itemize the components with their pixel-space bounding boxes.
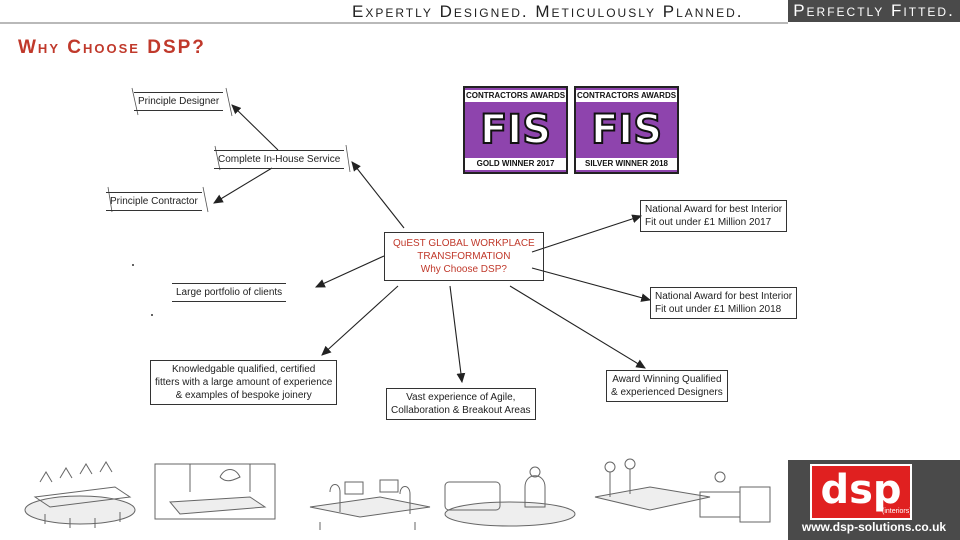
badge-footer: GOLD WINNER 2017	[465, 158, 566, 170]
award-2018-line-1: National Award for best Interior	[655, 291, 793, 302]
node-in-house-service: Complete In-House Service	[214, 150, 345, 169]
fis-badge-gold-2017: CONTRACTORS AWARDS FIS GOLD WINNER 2017	[463, 86, 568, 174]
website-link[interactable]: www.dsp-solutions.co.uk	[801, 520, 947, 534]
fis-logo: FIS	[479, 106, 552, 154]
award-2017-line-2: Fit out under £1 Million 2017	[645, 217, 772, 228]
node-fitters: Knowledgable qualified, certified fitter…	[150, 360, 338, 405]
center-line-1: QuEST GLOBAL WORKPLACE	[393, 238, 535, 249]
arrow-to-designers	[509, 285, 646, 369]
center-line-2: TRANSFORMATION	[417, 251, 511, 262]
node-award-2018: National Award for best Interior Fit out…	[650, 287, 798, 319]
dsp-logo: dsp	[810, 464, 912, 520]
arrow-to-fitters	[321, 285, 399, 356]
award-2017-line-1: National Award for best Interior	[645, 204, 783, 215]
designers-line-2: & experienced Designers	[611, 387, 723, 398]
arrow-to-in-house	[351, 161, 405, 229]
arrow-to-award-2018	[531, 267, 652, 302]
workstations-sketch	[309, 479, 431, 530]
fis-badge-silver-2018: CONTRACTORS AWARDS FIS SILVER WINNER 201…	[574, 86, 679, 174]
fis-logo: FIS	[590, 106, 663, 154]
meeting-room-sketch	[24, 461, 136, 528]
node-designers: Award Winning Qualified & experienced De…	[606, 370, 728, 402]
designers-line-1: Award Winning Qualified	[612, 374, 722, 385]
reception-sketch	[154, 463, 276, 520]
tagline: Expertly Designed. Meticulously Planned.	[352, 2, 744, 21]
top-banner: Expertly Designed. Meticulously Planned.…	[0, 0, 960, 24]
fitters-line-3: & examples of bespoke joinery	[175, 390, 312, 401]
badge-header: CONTRACTORS AWARDS	[576, 90, 677, 102]
agile-line-1: Vast experience of Agile,	[406, 392, 516, 403]
arrow-to-award-2017	[531, 214, 643, 253]
center-line-3: Why Choose DSP?	[420, 264, 507, 275]
node-principle-designer: Principle Designer	[134, 92, 224, 111]
page-title: Why Choose DSP?	[18, 37, 206, 58]
node-portfolio: Large portfolio of clients	[172, 283, 287, 302]
node-award-2017: National Award for best Interior Fit out…	[640, 200, 788, 232]
brand-panel: dsp (interiors) www.dsp-solutions.co.uk	[788, 460, 960, 540]
badge-header: CONTRACTORS AWARDS	[465, 90, 566, 102]
workshop-sketch	[594, 458, 771, 523]
arrow-to-agile	[449, 285, 466, 384]
arrow-to-principle-designer	[231, 104, 279, 151]
breakout-sketch	[444, 466, 576, 527]
arrow-to-portfolio	[314, 255, 385, 288]
center-node: QuEST GLOBAL WORKPLACE TRANSFORMATION Wh…	[384, 232, 544, 281]
node-principle-contractor: Principle Contractor	[106, 192, 202, 211]
header-rule	[0, 22, 788, 24]
award-2018-line-2: Fit out under £1 Million 2018	[655, 304, 782, 315]
node-agile: Vast experience of Agile, Collaboration …	[386, 388, 536, 420]
badge-footer: SILVER WINNER 2018	[576, 158, 677, 170]
fitters-line-1: Knowledgable qualified, certified	[171, 364, 316, 375]
agile-line-2: Collaboration & Breakout Areas	[391, 405, 531, 416]
arrow-to-principle-contractor	[213, 167, 273, 204]
interiors-label: (interiors)	[882, 508, 912, 515]
perfectly-fitted-label: Perfectly Fitted.	[788, 0, 960, 22]
fitters-line-2: fitters with a large amount of experienc…	[155, 377, 333, 388]
